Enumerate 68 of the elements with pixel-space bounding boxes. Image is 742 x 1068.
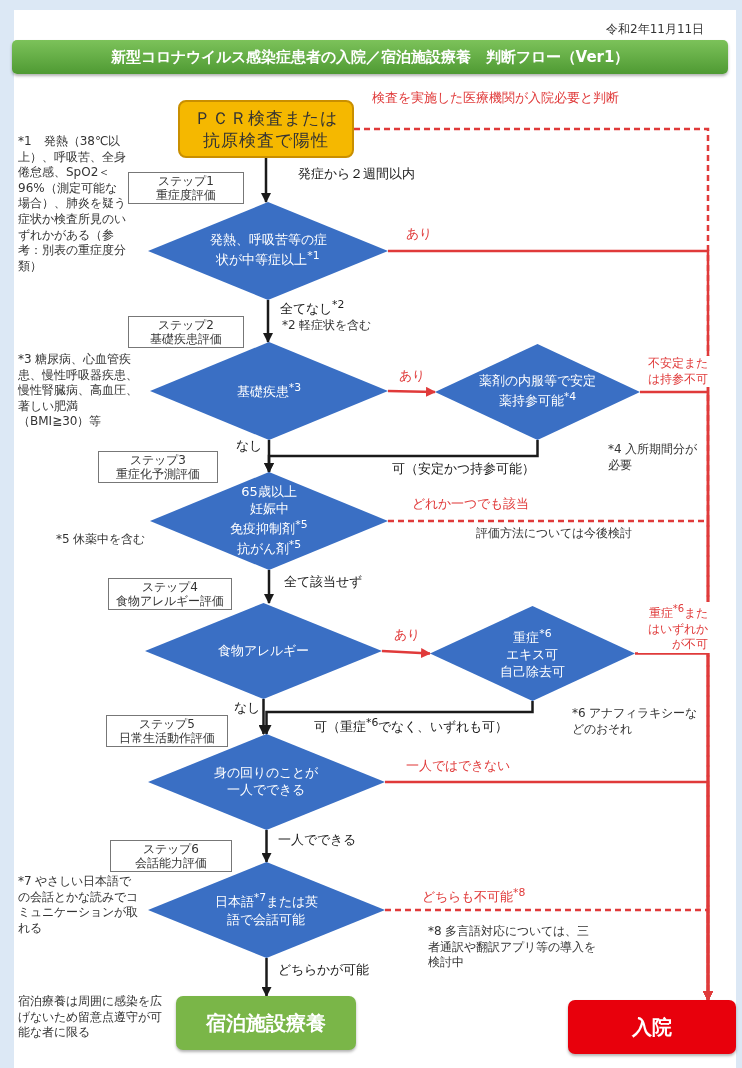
node-text: ステップ4 — [142, 579, 198, 594]
arrow — [387, 386, 436, 397]
start-box — [178, 100, 354, 158]
note-text: 宿泊療養は周囲に感染を広げないため留意点遵守が可能な者に限る — [18, 994, 163, 1041]
arrow — [261, 158, 271, 203]
step-box — [108, 578, 232, 610]
note-text: *6 アナフィラキシーなどのおそれ — [572, 706, 699, 738]
note-text: *4 入所期間分が必要 — [608, 442, 699, 474]
node-text: ステップ3 — [130, 452, 186, 467]
edge-label: 一人でできる — [276, 832, 358, 849]
node-text: 身の回りのことが一人でできる — [214, 765, 319, 799]
node-text: 基礎疾患評価 — [150, 332, 222, 347]
node-text: 入院 — [632, 1013, 672, 1041]
decision-diamond — [435, 344, 640, 440]
edge-label: 発症から２週間以内 — [296, 166, 417, 183]
node-text: 65歳以上 — [241, 483, 297, 501]
edge-label: 全て該当せず — [282, 574, 364, 591]
node-text: 重症$^{*6}$ — [513, 626, 552, 647]
arrow — [261, 958, 272, 997]
edge-label: 一人ではできない — [404, 758, 512, 775]
arrow — [264, 570, 274, 604]
terminal-box — [176, 996, 356, 1050]
note-text: 評価方法については今後検討 — [476, 526, 632, 542]
title-banner: 新型コロナウイルス感染症患者の入院／宿泊施設療養 判断フロー（Ver1） — [12, 40, 728, 74]
node-text: ステップ2 — [158, 317, 214, 332]
node-text: 食物アレルギー評価 — [116, 594, 224, 609]
step-box — [98, 451, 218, 483]
step-box — [128, 172, 244, 204]
node-text: ステップ1 — [158, 173, 214, 188]
node-text: 薬剤の内服等で安定薬持参可能$^{*4}$ — [478, 373, 597, 411]
note-text: *7 やさしい日本語での会話とかな読みでコミュニケーションが取れる — [18, 874, 139, 937]
edge-label: 重症$^{*6}$またはいずれかが不可 — [638, 602, 710, 653]
node-text: 重症化予測評価 — [116, 467, 200, 482]
step-box — [106, 715, 228, 747]
step-box — [110, 840, 232, 872]
node-text: ＰＣＲ検査または抗原検査で陽性 — [193, 106, 339, 152]
decision-diamond — [148, 202, 388, 300]
node-text: 基礎疾患$^{*3}$ — [236, 380, 302, 402]
arrow — [264, 440, 274, 473]
edge-label: 検査を実施した医療機関が入院必要と判断 — [370, 90, 621, 107]
node-text: 日常生活動作評価 — [119, 731, 215, 746]
decision-diamond — [430, 606, 635, 701]
note-text: 令和2年11月11日 — [606, 22, 705, 38]
node-text: 会話能力評価 — [135, 856, 207, 871]
note-text: *3 糖尿病、心血管疾患、慢性呼吸器疾患、慢性腎臓病、高血圧、著しい肥満（BMI≧30）等 — [18, 352, 139, 430]
step-box — [128, 316, 244, 348]
node-text: 妊娠中 — [249, 500, 289, 518]
arrow — [385, 908, 713, 1001]
node-text: 宿泊施設療養 — [206, 1009, 326, 1037]
node-text: 自己除去可 — [500, 663, 565, 681]
node-text: 発熱、呼吸苦等の症状が中等症以上$^{*1}$ — [208, 232, 328, 270]
arrow — [261, 830, 272, 863]
note-text: *1 発熱（38℃以上）、呼吸苦、全身倦怠感、SpO2＜96%（測定可能な場合）、肺炎を疑う症状か検査所見のいずれかがある（参考：別表の重症度分類） — [18, 134, 126, 275]
arrow — [381, 648, 431, 659]
node-text: 食物アレルギー — [218, 642, 309, 660]
node-text: 重症度評価 — [156, 188, 216, 203]
note-text: *2 軽症状を含む — [282, 318, 372, 334]
node-text: 抗がん剤$^{*5}$ — [236, 537, 302, 559]
edge-label: 全てなし$^{*2}$ — [278, 298, 347, 319]
note-text: *8 多言語対応については、三者通訳や翻訳アプリ等の導入を検討中 — [428, 924, 597, 971]
node-text: ステップ6 — [143, 841, 199, 856]
node-text: 免疫抑制剤$^{*5}$ — [230, 517, 308, 538]
node-text: 日本語$^{*7}$または英語で会話可能 — [214, 891, 319, 929]
note-text: *5 休薬中を含む — [56, 532, 146, 548]
arrow — [263, 300, 273, 343]
node-text: ステップ5 — [139, 716, 195, 731]
node-text: エキス可 — [506, 646, 559, 664]
terminal-box — [568, 1000, 736, 1054]
